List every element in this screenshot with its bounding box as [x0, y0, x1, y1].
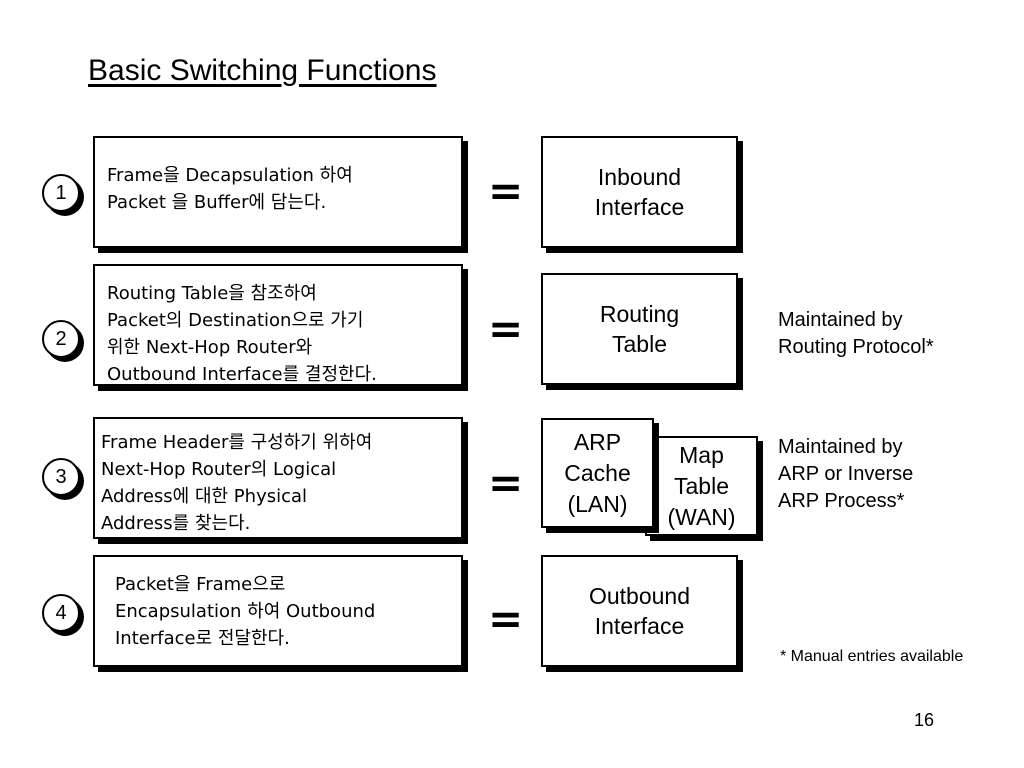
map-table-line-1: Map	[679, 441, 724, 468]
step-2-line-4: Outbound Interface를 결정한다.	[107, 364, 377, 385]
step-3-line-2: Next-Hop Router의 Logical	[101, 459, 337, 480]
map-table-line-3: (WAN)	[667, 503, 736, 530]
step-2-line-3: 위한 Next-Hop Router와	[107, 337, 313, 358]
manual-entries-footnote: * Manual entries available	[780, 648, 964, 665]
arp-cache-line-2: Cache	[564, 459, 631, 486]
step-3-number: 3	[42, 458, 80, 496]
step-1-line-2: Packet 을 Buffer에 담는다.	[107, 192, 327, 213]
step-3-line-3: Address에 대한 Physical	[101, 486, 308, 507]
inbound-interface-box: Inbound Interface	[541, 136, 738, 248]
step-3-line-1: Frame Header를 구성하기 위하여	[101, 432, 373, 453]
step-1-number: 1	[42, 174, 80, 212]
outbound-interface-line-2: Interface	[594, 613, 685, 639]
arp-note-line-2: ARP or Inverse	[778, 463, 914, 485]
step-1-equals-sign: =	[488, 166, 524, 215]
map-table-box: Map Table (WAN)	[645, 436, 758, 536]
step-4-equals-sign: =	[488, 594, 524, 643]
page-number: 16	[914, 710, 935, 730]
routing-note-line-1: Maintained by	[778, 309, 903, 331]
arp-note-line-1: Maintained by	[778, 436, 903, 458]
step-2-line-2: Packet의 Destination으로 가기	[107, 310, 364, 331]
page-title: Basic Switching Functions	[88, 54, 437, 87]
arp-cache-box: ARP Cache (LAN)	[541, 418, 654, 528]
step-4-description-box: Packet을 Frame으로 Encapsulation 하여 Outboun…	[93, 555, 463, 667]
arp-note-line-3: ARP Process*	[778, 490, 905, 512]
arp-process-note: Maintained by ARP or Inverse ARP Process…	[778, 434, 913, 515]
routing-table-line-2: Table	[612, 331, 667, 357]
routing-table-box: Routing Table	[541, 273, 738, 385]
step-1-description-box: Frame을 Decapsulation 하여 Packet 을 Buffer에…	[93, 136, 463, 248]
step-2-line-1: Routing Table을 참조하여	[107, 283, 317, 304]
inbound-interface-line-2: Interface	[594, 194, 685, 220]
step-3-description-box: Frame Header를 구성하기 위하여 Next-Hop Router의 …	[93, 417, 463, 539]
outbound-interface-box: Outbound Interface	[541, 555, 738, 667]
arp-cache-line-3: (LAN)	[567, 490, 628, 517]
step-2-number: 2	[42, 320, 80, 358]
arp-cache-line-1: ARP	[573, 428, 622, 455]
step-3-line-4: Address를 찾는다.	[101, 513, 251, 534]
outbound-interface-line-1: Outbound	[588, 583, 691, 609]
step-4-line-2: Encapsulation 하여 Outbound	[115, 601, 376, 622]
map-table-line-2: Table	[674, 472, 729, 499]
step-2-equals-sign: =	[488, 304, 524, 353]
routing-table-line-1: Routing	[599, 301, 680, 327]
routing-protocol-note: Maintained by Routing Protocol*	[778, 307, 934, 361]
step-1-line-1: Frame을 Decapsulation 하여	[107, 165, 353, 186]
step-2-description-box: Routing Table을 참조하여 Packet의 Destination으…	[93, 264, 463, 386]
step-4-line-1: Packet을 Frame으로	[115, 574, 286, 595]
step-3-equals-sign: =	[488, 458, 524, 507]
routing-note-line-2: Routing Protocol*	[778, 336, 934, 358]
inbound-interface-line-1: Inbound	[597, 164, 682, 190]
step-4-number: 4	[42, 594, 80, 632]
step-4-line-3: Interface로 전달한다.	[115, 628, 290, 649]
